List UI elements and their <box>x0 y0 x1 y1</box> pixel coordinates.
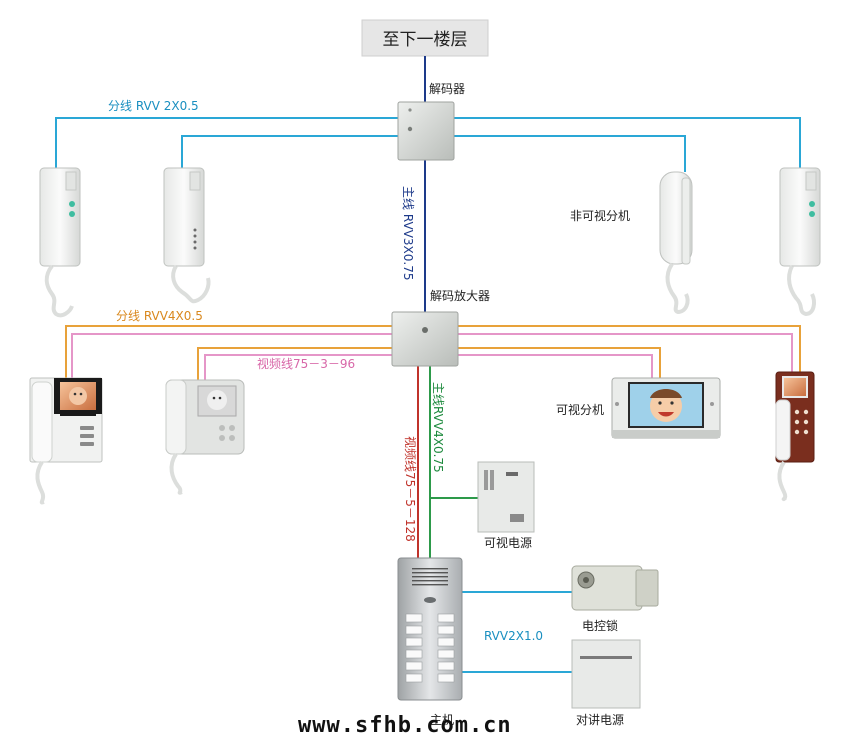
rvv2x1-label: RVV2X1.0 <box>484 629 543 643</box>
visual-extension-3 <box>611 377 721 439</box>
wires <box>55 56 801 673</box>
intercom-power-label: 对讲电源 <box>576 712 624 727</box>
wire-video96-right-inner <box>458 354 653 378</box>
visual-power-box: 可视电源 <box>477 461 535 550</box>
decoder-amplifier: 解码放大器 <box>391 288 490 367</box>
electric-lock: 电控锁 <box>571 565 659 633</box>
non-visual-extension-label: 非可视分机 <box>570 208 630 223</box>
door-host-unit: 主机 <box>397 557 463 727</box>
next-floor-title: 至下一楼层 <box>383 30 468 50</box>
decoder-amplifier-label: 解码放大器 <box>430 288 490 303</box>
visual-extension-label: 可视分机 <box>556 402 604 417</box>
intercom-power-box: 对讲电源 <box>571 639 641 727</box>
electric-lock-label: 电控锁 <box>582 618 618 633</box>
visual-extension-4 <box>775 371 815 502</box>
visual-power-label: 可视电源 <box>484 535 532 550</box>
wire-rvv4-right-inner <box>458 347 661 378</box>
wire-rvv2-left-outer <box>55 117 398 168</box>
branch-rvv2-label: 分线 RVV 2X0.5 <box>108 99 199 113</box>
wire-rvv2-right-inner <box>454 135 686 172</box>
host-label: 主机 <box>430 713 454 727</box>
wire-rvv4-right-outer <box>458 325 801 372</box>
main-rvv4-label: 主线RVV4X0.75 <box>431 382 445 473</box>
non-visual-handset-1 <box>39 167 81 318</box>
decoder-label: 解码器 <box>429 82 465 96</box>
wire-video96-left-inner <box>204 354 392 380</box>
video-96-label: 视频线75－3－96 <box>257 356 355 371</box>
wire-rvv2-left-inner <box>181 135 398 168</box>
wire-rvv4-left-inner <box>197 347 392 380</box>
non-visual-handset-2 <box>163 167 211 304</box>
main-rvv3-label: 主线 RVV3X0.75 <box>401 186 415 281</box>
video-128-label: 视频线75－5－128 <box>403 436 418 542</box>
non-visual-handset-3 <box>659 171 693 315</box>
branch-rvv4-label: 分线 RVV4X0.5 <box>116 309 203 323</box>
visual-extension-1 <box>29 377 103 505</box>
wire-video96-right-outer <box>458 333 793 372</box>
wire-rvv2-right-outer <box>454 117 801 168</box>
wire-video96-left-outer <box>71 333 392 378</box>
wire-rvv4-left-outer <box>65 325 392 378</box>
non-visual-handset-4 <box>779 167 821 317</box>
next-floor-box: 至下一楼层 <box>361 19 489 57</box>
site-watermark: www.sfhb.com.cn <box>298 713 512 738</box>
visual-extension-2 <box>165 379 245 495</box>
decoder: 解码器 <box>397 82 465 161</box>
